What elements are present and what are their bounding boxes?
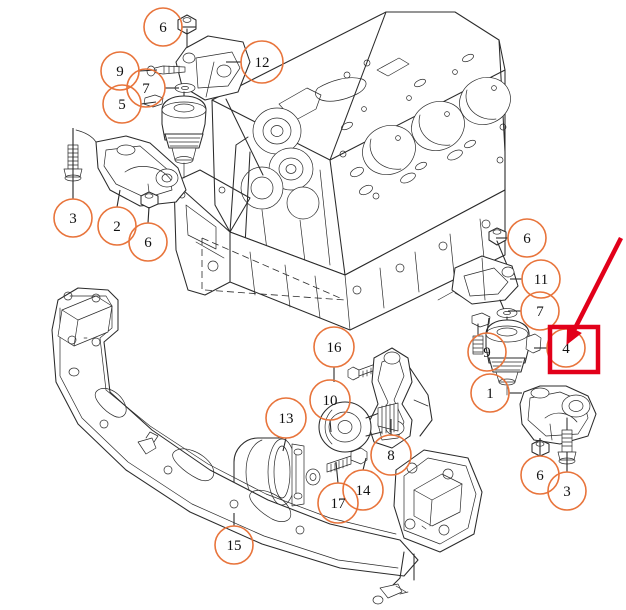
callout-circle[interactable] [507, 218, 547, 258]
callout-circle[interactable] [470, 373, 510, 413]
callout-number-label: 2 [113, 219, 121, 235]
callout-17[interactable]: 17 [317, 461, 359, 524]
callout-circle[interactable] [214, 525, 254, 565]
callout-14[interactable]: 14 [342, 457, 384, 511]
callout-7[interactable]: 7 [126, 68, 179, 108]
callout-16[interactable]: 16 [313, 326, 355, 382]
callout-circle[interactable] [143, 7, 183, 47]
callout-number-label: 8 [387, 448, 395, 464]
callout-number-label: 7 [142, 81, 150, 97]
callout-circle[interactable] [547, 471, 587, 511]
subframe-crossmember [51, 287, 483, 605]
pendulum-support-assembly [233, 347, 433, 507]
callout-circle[interactable] [313, 326, 355, 368]
callout-leader-line [362, 457, 367, 471]
callout-number-label: 6 [536, 468, 544, 484]
callout-number-label: 13 [279, 411, 294, 427]
highlight-annotation-layer [547, 236, 624, 375]
callout-6[interactable]: 6 [520, 438, 560, 495]
callout-11[interactable]: 11 [510, 259, 561, 299]
highlight-arrow-head [566, 325, 582, 346]
callout-8[interactable]: 8 [370, 419, 412, 476]
callout-3[interactable]: 3 [53, 128, 93, 238]
callout-number-label: 6 [159, 20, 167, 36]
left-engine-mount-assembly [63, 14, 264, 209]
highlight-arrow-shaft [570, 236, 624, 334]
callout-leader-line [147, 206, 150, 224]
callout-9[interactable]: 9 [467, 317, 507, 372]
callout-leader-line [486, 317, 490, 334]
callout-3[interactable]: 3 [547, 452, 587, 511]
callout-1[interactable]: 1 [470, 373, 522, 413]
callout-10[interactable]: 10 [309, 379, 351, 433]
callout-number-label: 16 [327, 340, 343, 356]
engine-block-illustration [173, 11, 511, 331]
callout-number-label: 9 [483, 345, 491, 361]
callout-circle[interactable] [97, 206, 137, 246]
callout-number-label: 17 [331, 496, 347, 512]
callout-number-label: 10 [323, 393, 338, 409]
callout-13[interactable]: 13 [265, 397, 307, 452]
callout-number-label: 1 [486, 386, 494, 402]
callout-number-label: 14 [356, 483, 372, 499]
callout-circle[interactable] [521, 259, 561, 299]
callout-number-label: 3 [69, 211, 77, 227]
callout-7[interactable]: 7 [508, 291, 560, 331]
callout-leader-line [335, 461, 339, 484]
callout-5[interactable]: 5 [102, 84, 157, 124]
callout-leader-line [329, 419, 332, 433]
callout-circle[interactable] [102, 84, 142, 124]
callout-number-label: 9 [116, 64, 124, 80]
callout-number-label: 6 [144, 235, 152, 251]
callout-number-label: 12 [255, 55, 270, 71]
callout-circle[interactable] [520, 455, 560, 495]
callout-leader-line [282, 437, 287, 452]
callout-circle[interactable] [128, 222, 168, 262]
callout-circle[interactable] [53, 198, 93, 238]
callout-circle[interactable] [126, 68, 166, 108]
callout-circle[interactable] [370, 434, 412, 476]
callout-12[interactable]: 12 [226, 40, 284, 84]
callout-leader-line [140, 101, 157, 105]
callout-6[interactable]: 6 [143, 7, 196, 47]
callout-number-label: 15 [227, 538, 242, 554]
callout-number-label: 7 [536, 304, 544, 320]
callout-circle[interactable] [467, 332, 507, 372]
callout-leader-line [116, 189, 121, 208]
callout-6[interactable]: 6 [128, 206, 168, 262]
callout-2[interactable]: 2 [97, 189, 137, 246]
callout-circle[interactable] [265, 397, 307, 439]
callout-number-label: 5 [118, 97, 126, 113]
callout-number-label: 3 [563, 484, 571, 500]
callout-number-label: 11 [534, 272, 548, 288]
callout-number-label: 4 [562, 341, 570, 357]
callout-circle[interactable] [309, 379, 351, 421]
callout-circle[interactable] [317, 482, 359, 524]
callout-6[interactable]: 6 [496, 218, 547, 258]
callout-number-label: 6 [523, 231, 531, 247]
right-engine-mount-assembly [451, 227, 597, 473]
callout-circle[interactable] [240, 40, 284, 84]
callout-15[interactable]: 15 [214, 513, 254, 565]
callout-circle[interactable] [342, 469, 384, 511]
callout-circle[interactable] [520, 291, 560, 331]
